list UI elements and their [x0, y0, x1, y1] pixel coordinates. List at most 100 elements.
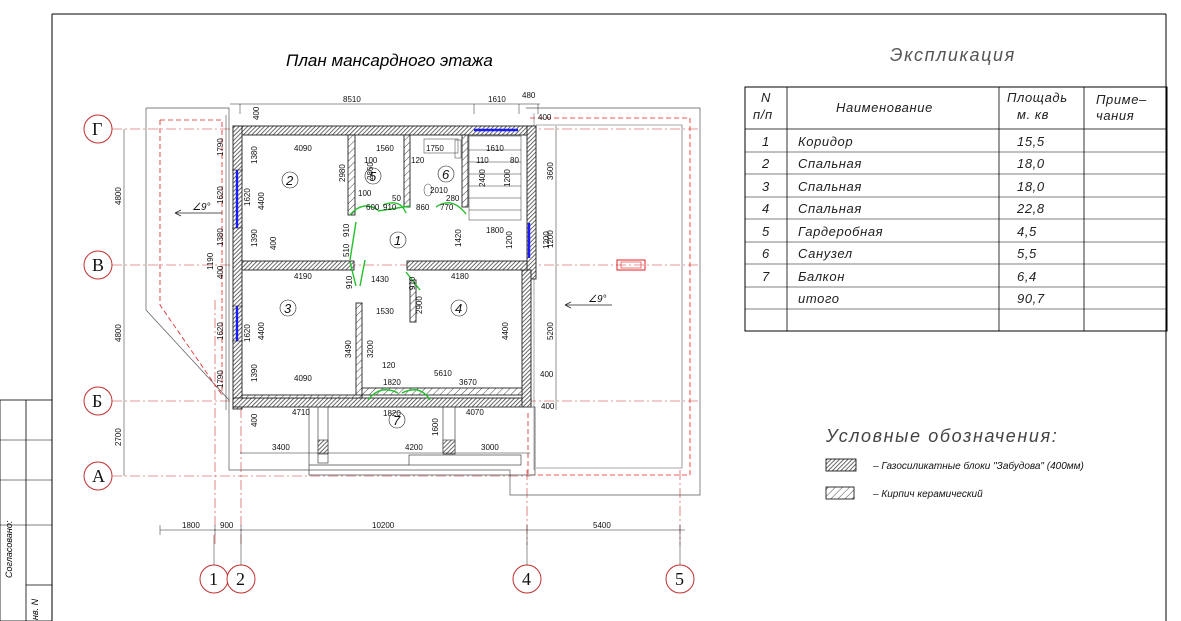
dim-wall-4400a: 4400 — [257, 192, 266, 210]
dim-right-1200: 1200 — [546, 230, 555, 248]
dim-in-1790a: 1790 — [216, 138, 225, 156]
dimension-lines — [123, 103, 685, 535]
plan-title: План мансардного этажа — [286, 51, 493, 70]
dim-1420: 1420 — [454, 229, 463, 247]
explication-table — [744, 86, 1168, 332]
dim-top-8510: 8510 — [343, 95, 361, 104]
dim-3200: 3200 — [366, 340, 375, 358]
slope-label-right: ∠9° — [588, 294, 607, 305]
legend: – Газосиликатные блоки "Забудова" (400мм… — [825, 458, 1084, 500]
stamp-inv-label: нв. N — [30, 598, 40, 620]
expl-row-name: Гардеробная — [798, 224, 883, 239]
dim-510: 510 — [342, 243, 351, 257]
room-markers — [279, 165, 468, 429]
slope-label-left: ∠9° — [192, 202, 211, 213]
dim-in-400b: 400 — [250, 413, 259, 427]
expl-row-area: 15,5 — [1017, 134, 1045, 149]
dim-in-1380: 1380 — [216, 228, 225, 246]
legend-swatch-brick — [825, 486, 855, 500]
windows — [235, 128, 531, 341]
dim-top-1610: 1610 — [488, 95, 506, 104]
expl-row-num: 2 — [761, 156, 770, 171]
room-6-label: 6 — [442, 167, 450, 182]
legend-title: Условные обозначения: — [825, 426, 1058, 446]
dim-1610b: 1610 — [486, 144, 504, 153]
expl-header-note-2: чания — [1096, 108, 1134, 123]
dim-4190: 4190 — [294, 272, 312, 281]
expl-row-name: Спальная — [798, 156, 862, 171]
dim-860: 860 — [416, 203, 430, 212]
roof-outline — [145, 107, 701, 496]
dim-in-400: 400 — [216, 265, 225, 279]
room-7-label: 7 — [393, 413, 401, 428]
dim-1200a: 1200 — [505, 231, 514, 249]
axis-bubbles-rows — [83, 114, 113, 491]
dim-910a: 910 — [342, 223, 351, 237]
axis-label-a: А — [92, 466, 105, 486]
axis-label-5: 5 — [675, 569, 684, 589]
dim-wall-1390a: 1390 — [250, 229, 259, 247]
dim-110: 110 — [476, 156, 489, 165]
dim-in-1790b: 1790 — [216, 370, 225, 388]
axis-label-v: В — [92, 255, 104, 275]
window-marks — [232, 169, 243, 342]
balcony — [308, 406, 536, 476]
dim-wall-1390b: 1390 — [250, 364, 259, 382]
axis-v-bubble — [83, 250, 113, 280]
dim-910d: 910 — [383, 203, 397, 212]
slope-marks — [174, 209, 612, 309]
axis-g-bubble — [83, 114, 113, 144]
expl-header-num-2: п/п — [753, 107, 773, 122]
expl-row-num: 5 — [762, 224, 770, 239]
dim-910c: 910 — [408, 276, 417, 290]
dim-50: 50 — [392, 194, 401, 203]
room-2-label: 2 — [285, 173, 294, 188]
dim-bottom-5400: 5400 — [593, 521, 611, 530]
explication-title: Экспликация — [890, 45, 1016, 65]
dim-280: 280 — [446, 194, 460, 203]
dim-600: 600 — [366, 203, 380, 212]
expl-row-area: 5,5 — [1017, 246, 1037, 261]
dim-3490: 3490 — [344, 340, 353, 358]
expl-header-num-1: N — [761, 90, 771, 105]
expl-row-name: Спальная — [798, 179, 862, 194]
dim-wall-1380: 1380 — [250, 146, 259, 164]
dim-top-400: 400 — [252, 106, 261, 120]
dim-right-5200: 5200 — [546, 322, 555, 340]
expl-header-area-1: Площадь — [1007, 90, 1068, 105]
expl-row-2: 2 Спальная 18,0 — [761, 156, 1045, 171]
floor-plan: ∠9° ∠9° Г — [83, 91, 701, 594]
dim-1430: 1430 — [371, 275, 389, 284]
dim-1200b: 1200 — [542, 231, 551, 249]
dim-4090-bottom: 4090 — [294, 374, 312, 383]
dim-1560: 1560 — [376, 144, 394, 153]
dim-right-3600: 3600 — [546, 162, 555, 180]
expl-row-name: Коридор — [798, 134, 853, 149]
dim-4710: 4710 — [292, 408, 310, 417]
expl-row-area: 6,4 — [1017, 269, 1037, 284]
dim-910b: 910 — [345, 275, 354, 289]
axis-b-bubble — [83, 386, 113, 416]
dim-2980: 2980 — [338, 164, 347, 182]
expl-row-4: 4 Спальная 22,8 — [762, 201, 1044, 216]
dim-80: 80 — [510, 156, 519, 165]
axis-bubbles-cols — [199, 564, 695, 594]
dim-in-1190a: 1190 — [206, 252, 215, 270]
dim-120a: 120 — [411, 156, 425, 165]
dim-1820a: 1820 — [383, 378, 401, 387]
doors — [349, 202, 467, 401]
expl-row-area: 18,0 — [1017, 156, 1045, 171]
dim-top-480: 480 — [522, 91, 536, 100]
expl-header-name: Наименование — [836, 100, 933, 115]
dim-wall-1620b: 1620 — [243, 324, 252, 342]
expl-row-num: 1 — [762, 134, 770, 149]
dim-4180: 4180 — [451, 272, 469, 281]
expl-row-num: 4 — [762, 201, 770, 216]
axis-label-2: 2 — [236, 569, 245, 589]
axis-label-b: Б — [92, 391, 102, 411]
legend-label-blocks: – Газосиликатные блоки "Забудова" (400мм… — [872, 460, 1084, 472]
expl-row-name: Балкон — [798, 269, 845, 284]
expl-row-1: 1 Коридор 15,5 — [762, 134, 1045, 149]
expl-row-6: 6 Санузел 5,5 — [762, 246, 1037, 261]
dim-1200c: 1200 — [503, 169, 512, 187]
